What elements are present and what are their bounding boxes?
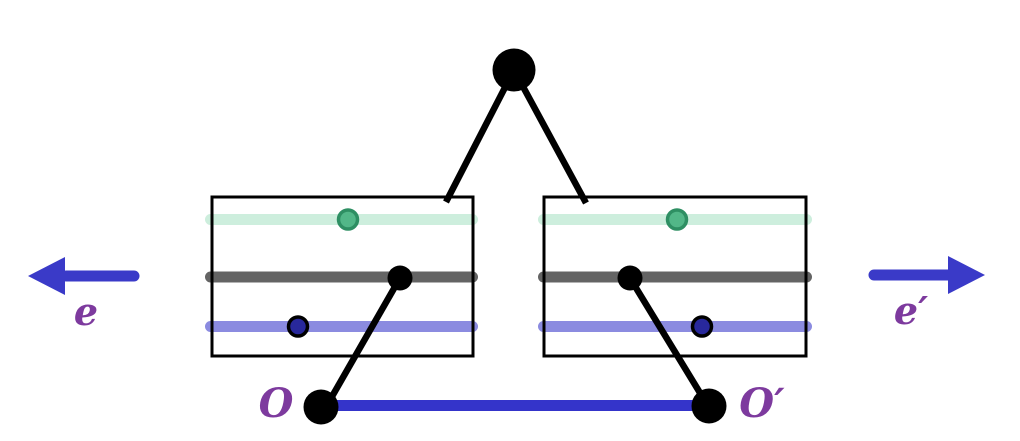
origin-right-node <box>691 388 727 424</box>
label-e-prime: e′ <box>894 288 928 333</box>
left-periwinkle-band <box>205 321 478 332</box>
label-e: e <box>74 289 98 334</box>
left-diagonal-edge <box>323 276 403 409</box>
right-gray-band <box>538 271 812 283</box>
right-arrow-head <box>948 256 985 294</box>
apex-left-edge <box>443 68 517 204</box>
right-periwinkle-band <box>538 321 812 332</box>
left-navy-dot <box>286 315 310 338</box>
right-diagonal-edge <box>627 276 711 408</box>
left-black-node <box>387 265 413 291</box>
apex-node <box>492 48 536 92</box>
right-black-node <box>617 265 643 291</box>
right-green-dot <box>665 208 689 231</box>
left-box <box>210 195 475 358</box>
left-arrow-head <box>28 257 65 295</box>
label-o: O <box>259 380 294 427</box>
label-o-prime: O′ <box>739 380 785 427</box>
apex-right-edge <box>511 68 589 205</box>
right-arrow <box>868 256 985 294</box>
left-gray-band <box>205 271 478 283</box>
origin-left-node <box>303 389 339 425</box>
left-arrow <box>28 257 140 295</box>
left-green-dot <box>336 208 360 231</box>
right-navy-dot <box>690 315 714 338</box>
